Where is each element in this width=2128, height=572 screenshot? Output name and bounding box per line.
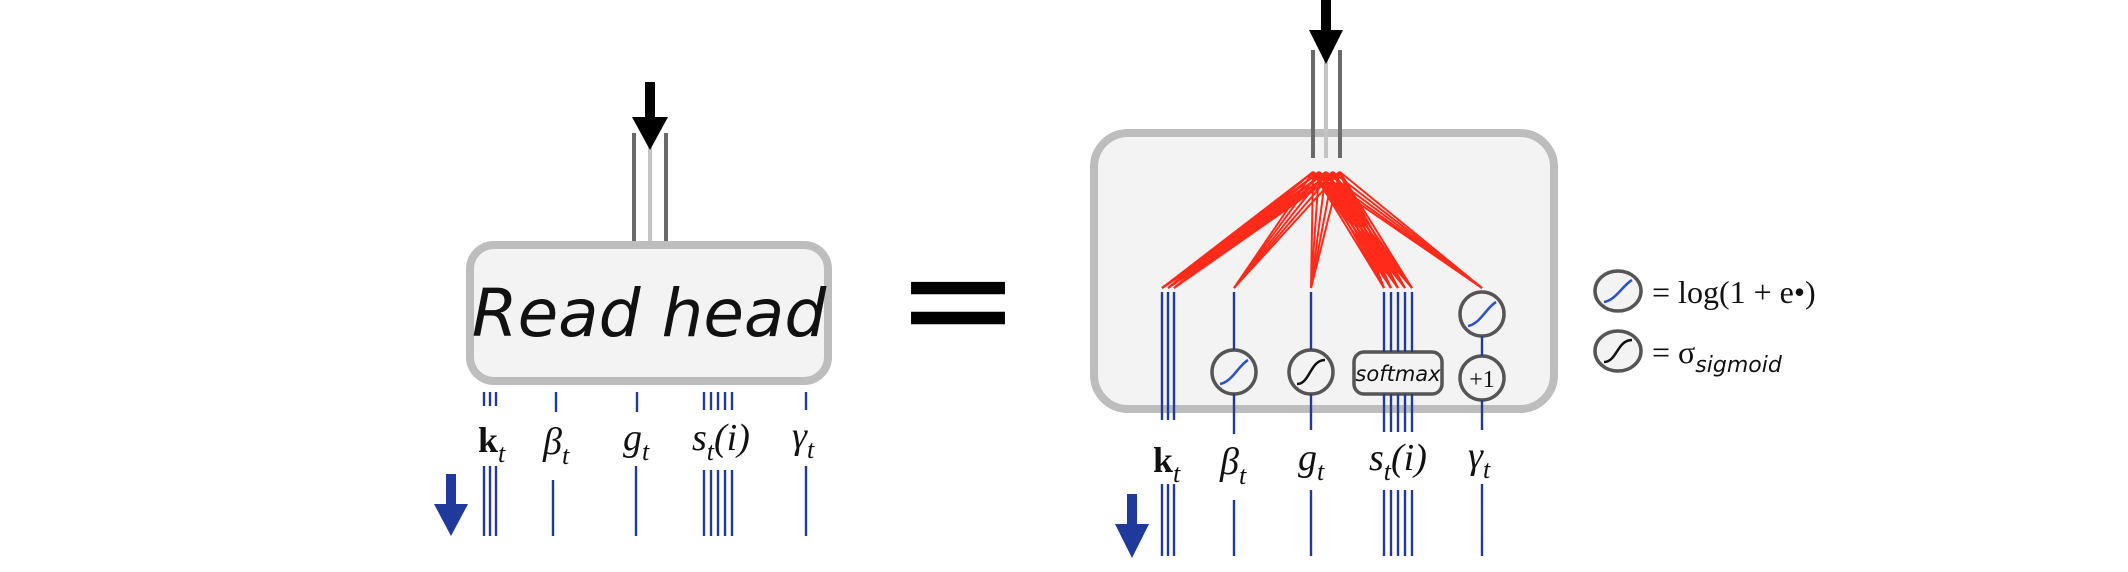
g-sigmoid-unit bbox=[1287, 348, 1335, 396]
right-input-wires bbox=[1311, 50, 1342, 158]
connection-line bbox=[1339, 171, 1483, 289]
left-label-s: st(i) bbox=[692, 417, 750, 466]
sigmoid-formula: = σsigmoid bbox=[1652, 334, 1783, 378]
left-output-wires bbox=[482, 392, 808, 536]
right-output-wires bbox=[1160, 394, 1484, 556]
left-read-head-box bbox=[466, 241, 832, 385]
left-label-g: gt bbox=[623, 417, 650, 466]
connection-line bbox=[1233, 171, 1341, 289]
left-output-labels: kt βt gt st(i) γt bbox=[478, 415, 815, 470]
left-output-arrow-icon bbox=[434, 474, 468, 536]
fully-connected-lines bbox=[1161, 171, 1483, 289]
softmax-label: softmax bbox=[1355, 362, 1441, 386]
gamma-softplus-unit bbox=[1458, 290, 1506, 338]
right-label-k: kt bbox=[1153, 440, 1181, 488]
right-label-beta: βt bbox=[1219, 441, 1247, 490]
softplus-formula: = log(1 + e•) bbox=[1652, 274, 1816, 310]
left-read-head: Read head bbox=[434, 82, 832, 536]
right-output-labels: kt βt gt st(i) γt bbox=[1153, 435, 1491, 490]
connection-line bbox=[1310, 171, 1320, 289]
right-label-gamma: γt bbox=[1468, 435, 1491, 484]
plus-one-label: +1 bbox=[1469, 367, 1495, 393]
beta-softplus-unit bbox=[1210, 348, 1258, 396]
right-read-head: softmax +1 bbox=[1090, 0, 1558, 558]
right-inner-wires bbox=[1160, 292, 1484, 420]
right-label-g: gt bbox=[1298, 437, 1325, 486]
legend-sigmoid: = σsigmoid bbox=[1593, 329, 1783, 378]
softmax-unit: softmax bbox=[1352, 350, 1444, 396]
right-output-arrow-icon bbox=[1115, 494, 1149, 558]
legend-softplus: = log(1 + e•) bbox=[1593, 269, 1816, 313]
legend: = log(1 + e•) = σsigmoid bbox=[1593, 269, 1816, 378]
connection-line bbox=[1310, 171, 1327, 289]
softplus-icon bbox=[1593, 269, 1643, 313]
right-input-arrow-icon bbox=[1309, 0, 1343, 64]
equals-sign: = bbox=[895, 212, 1021, 386]
read-head-label: Read head bbox=[472, 275, 828, 352]
right-label-s: st(i) bbox=[1369, 437, 1427, 486]
left-label-beta: βt bbox=[542, 421, 570, 470]
plus-one-unit: +1 bbox=[1458, 354, 1506, 402]
left-input-wires bbox=[632, 133, 668, 245]
left-label-gamma: γt bbox=[792, 415, 815, 464]
left-input-arrow-icon bbox=[632, 82, 668, 150]
left-label-k: kt bbox=[478, 420, 506, 468]
